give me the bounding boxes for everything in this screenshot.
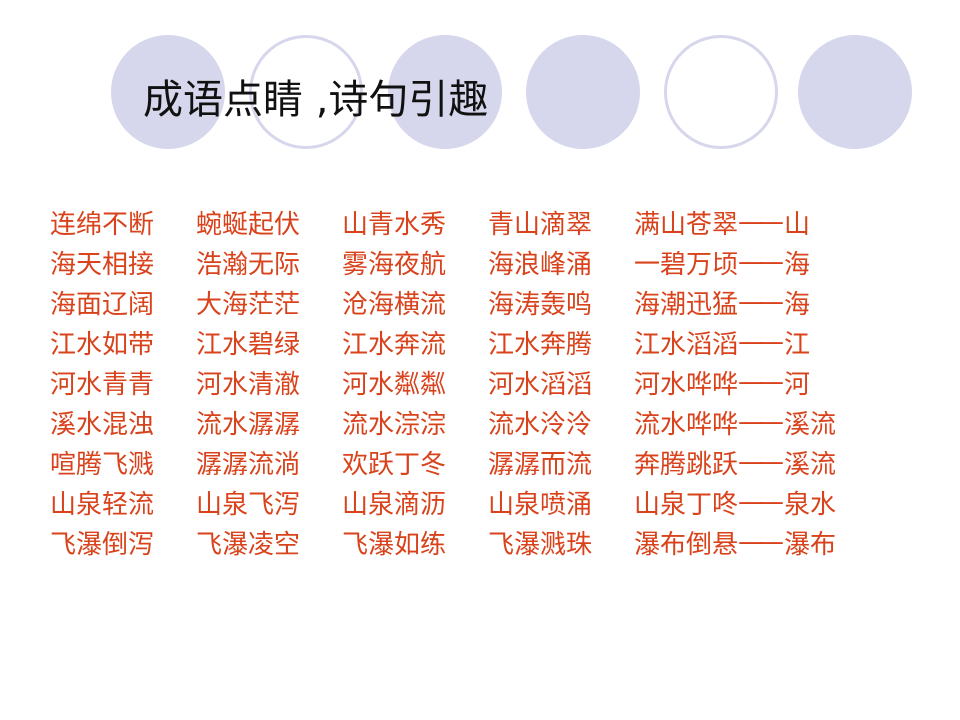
- idiom: 大海茫茫: [196, 289, 301, 320]
- em-dash: ——: [738, 407, 784, 437]
- idiom: 海面辽阔: [50, 289, 155, 320]
- idiom: 飞瀑倒泻: [50, 529, 155, 560]
- em-dash: ——: [738, 527, 784, 557]
- idiom: 海潮迅猛: [634, 289, 739, 320]
- idiom: 蜿蜒起伏: [196, 209, 301, 240]
- idiom: 江水奔腾: [488, 329, 593, 360]
- idiom: 沧海横流: [342, 289, 447, 320]
- idiom: 奔腾跳跃: [634, 449, 739, 480]
- em-dash: ——: [738, 487, 784, 517]
- idiom: 飞瀑溅珠: [488, 529, 593, 560]
- idiom: 瀑布倒悬: [634, 529, 739, 560]
- idiom: 浩瀚无际: [196, 249, 301, 280]
- idiom: 河水青青: [50, 369, 155, 400]
- idiom: 江水如带: [50, 329, 155, 360]
- decorative-circle-6: [798, 35, 912, 149]
- em-dash: ——: [738, 287, 784, 317]
- idiom: 山泉喷涌: [488, 489, 593, 520]
- slide-title: 成语点睛 ,诗句引趣: [143, 77, 489, 123]
- idiom-list: 连绵不断蜿蜒起伏山青水秀青山滴翠满山苍翠——山海天相接浩瀚无际雾海夜航海浪峰涌一…: [50, 202, 930, 562]
- idiom: 海涛轰鸣: [488, 289, 593, 320]
- idiom: 山青水秀: [342, 209, 447, 240]
- idiom: 江水奔流: [342, 329, 447, 360]
- idiom: 流水潺潺: [196, 409, 301, 440]
- idiom: 山泉滴沥: [342, 489, 447, 520]
- idiom: 连绵不断: [50, 209, 155, 240]
- idiom: 海浪峰涌: [488, 249, 593, 280]
- idiom: 河水清澈: [196, 369, 301, 400]
- em-dash: ——: [738, 447, 784, 477]
- idiom: 溪水混浊: [50, 409, 155, 440]
- idiom: 河水滔滔: [488, 369, 593, 400]
- category-label: 溪流: [784, 409, 837, 440]
- idiom: 山泉丁咚: [634, 489, 739, 520]
- idiom: 潺潺而流: [488, 449, 593, 480]
- em-dash: ——: [738, 247, 784, 277]
- category-label: 海: [784, 289, 811, 320]
- idiom-row: 河水青青 河水清澈 河水粼粼 河水滔滔 河水哗哗——河: [50, 362, 930, 402]
- decorative-circle-1: [111, 35, 225, 149]
- idiom: 青山滴翠: [488, 209, 593, 240]
- decorative-circle-2: [249, 35, 363, 149]
- idiom-row: 溪水混浊 流水潺潺 流水淙淙 流水泠泠 流水哗哗——溪流: [50, 402, 930, 442]
- idiom: 飞瀑如练: [342, 529, 447, 560]
- idiom: 一碧万顷: [634, 249, 739, 280]
- em-dash: ——: [738, 327, 784, 357]
- idiom: 满山苍翠: [634, 209, 739, 240]
- idiom: 流水泠泠: [488, 409, 593, 440]
- idiom: 江水滔滔: [634, 329, 739, 360]
- idiom: 海天相接: [50, 249, 155, 280]
- idiom: 河水粼粼: [342, 369, 447, 400]
- decorative-circle-3: [388, 35, 502, 149]
- category-label: 瀑布: [784, 529, 837, 560]
- idiom: 江水碧绿: [196, 329, 301, 360]
- idiom-row: 海面辽阔 大海茫茫 沧海横流 海涛轰鸣 海潮迅猛——海: [50, 282, 930, 322]
- idiom: 雾海夜航: [342, 249, 447, 280]
- idiom: 山泉飞泻: [196, 489, 301, 520]
- idiom: 飞瀑凌空: [196, 529, 301, 560]
- decorative-circle-4: [526, 35, 640, 149]
- category-label: 河: [784, 369, 811, 400]
- idiom-row: 山泉轻流 山泉飞泻 山泉滴沥 山泉喷涌 山泉丁咚——泉水: [50, 482, 930, 522]
- category-label: 泉水: [784, 489, 837, 520]
- idiom: 欢跃丁冬: [342, 449, 447, 480]
- idiom: 河水哗哗: [634, 369, 739, 400]
- category-label: 江: [784, 329, 811, 360]
- category-label: 溪流: [784, 449, 837, 480]
- idiom: 喧腾飞溅: [50, 449, 155, 480]
- idiom: 流水淙淙: [342, 409, 447, 440]
- idiom-row: 连绵不断 蜿蜒起伏 山青水秀 青山滴翠 满山苍翠——山: [50, 202, 930, 242]
- idiom-row: 海天相接 浩瀚无际 雾海夜航 海浪峰涌 一碧万顷——海: [50, 242, 930, 282]
- category-label: 山: [784, 209, 811, 240]
- em-dash: ——: [738, 367, 784, 397]
- idiom-row: 喧腾飞溅 潺潺流淌 欢跃丁冬 潺潺而流 奔腾跳跃——溪流: [50, 442, 930, 482]
- decorative-circle-5: [664, 35, 778, 149]
- category-label: 海: [784, 249, 811, 280]
- idiom: 流水哗哗: [634, 409, 739, 440]
- em-dash: ——: [738, 207, 784, 237]
- idiom-row: 飞瀑倒泻 飞瀑凌空 飞瀑如练 飞瀑溅珠 瀑布倒悬——瀑布: [50, 522, 930, 562]
- idiom-row: 江水如带 江水碧绿 江水奔流 江水奔腾 江水滔滔——江: [50, 322, 930, 362]
- idiom: 潺潺流淌: [196, 449, 301, 480]
- idiom: 山泉轻流: [50, 489, 155, 520]
